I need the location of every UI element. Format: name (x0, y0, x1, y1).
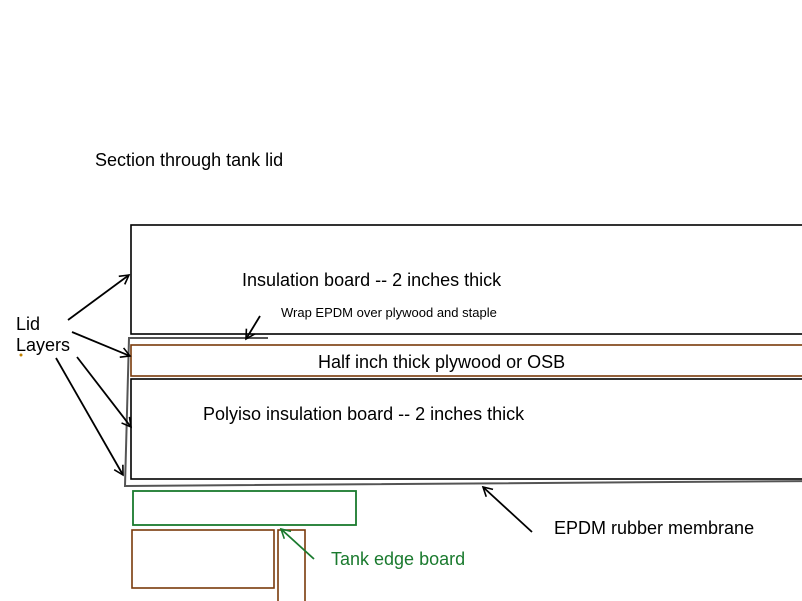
polyiso-board (130, 378, 802, 480)
tank-wall-board-inner (277, 529, 306, 601)
insulation-board-label: Insulation board -- 2 inches thick (242, 270, 502, 290)
tank-edge-board (132, 490, 357, 526)
plywood-label: Half inch thick plywood or OSB (318, 352, 566, 372)
marker-dot (19, 353, 23, 357)
arrow-epdm-membrane (481, 485, 533, 533)
arrow-to-plywood (71, 331, 132, 358)
arrow-to-insulation-top (67, 274, 131, 321)
lid-layers-label: Lid Layers (16, 314, 71, 355)
arrow-wrap-note (245, 315, 261, 341)
arrow-tank-edge-board (279, 527, 315, 560)
diagram-title: Section through tank lid (95, 150, 284, 170)
polyiso-label: Polyiso insulation board -- 2 inches thi… (203, 404, 525, 424)
tank-wall-board-outer (131, 529, 275, 589)
epdm-membrane-label: EPDM rubber membrane (554, 518, 755, 538)
plywood-layer (130, 344, 802, 377)
arrow-to-membrane-edge (55, 357, 124, 477)
tank-edge-board-label: Tank edge board (331, 549, 466, 569)
epdm-membrane-line (123, 337, 802, 488)
arrow-to-polyiso (76, 356, 133, 429)
insulation-board-top (130, 224, 802, 335)
wrap-note-label: Wrap EPDM over plywood and staple (281, 305, 497, 320)
